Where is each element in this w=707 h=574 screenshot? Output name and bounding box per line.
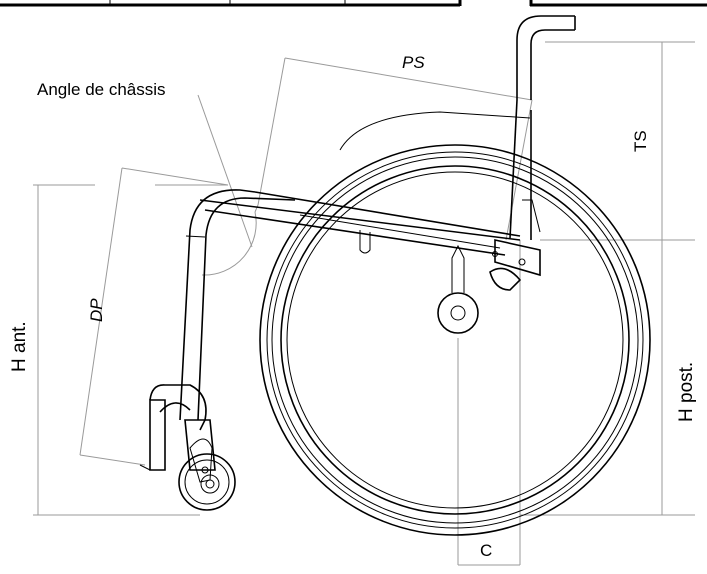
front-frame: [139, 189, 296, 471]
front-caster: [178, 419, 236, 511]
wheelchair-drawing: [139, 15, 651, 536]
label-dp: DP: [87, 298, 106, 322]
label-h-post: H post.: [676, 362, 697, 422]
label-c: C: [480, 541, 492, 560]
top-table-border: [0, 0, 707, 7]
label-ps: PS: [402, 53, 425, 72]
label-angle-de-chassis: Angle de châssis: [37, 80, 166, 99]
seat-frame: [199, 191, 541, 291]
dimension-lines: [33, 41, 695, 566]
label-ts: TS: [631, 130, 650, 152]
rear-wheel: [259, 144, 651, 536]
backrest: [339, 15, 576, 240]
label-h-ant: H ant.: [9, 321, 30, 372]
